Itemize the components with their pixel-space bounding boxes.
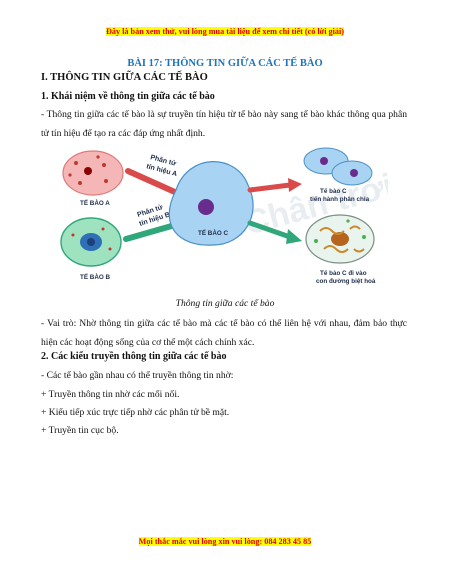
types-item-2: + Truyền thông tin nhờ các mối nối. xyxy=(41,389,180,400)
types-heading: 2. Các kiểu truyền thông tin giữa các tế… xyxy=(41,351,227,362)
role-paragraph: - Vai trò: Nhờ thông tin giữa các tế bào… xyxy=(41,318,407,348)
arrow-differentiation-head-icon xyxy=(286,229,302,244)
top-preview-banner: Đây là bản xem thử, vui lòng mua tài liệ… xyxy=(0,27,450,36)
arrow-division-head-icon xyxy=(288,178,302,192)
cell-a-label: TẾ BÀO A xyxy=(80,197,110,207)
concept-heading: 1. Khái niệm về thông tin giữa các tế bà… xyxy=(41,91,215,102)
division-label-line2: tiến hành phân chia xyxy=(310,195,370,203)
top-banner-text: Đây là bản xem thử, vui lòng mua tài liệ… xyxy=(105,27,344,36)
cell-a-icon xyxy=(62,150,124,196)
cell-signaling-figure: Chân trời TẾ BÀO A TẾ BÀO B Phân tử tí xyxy=(58,145,397,300)
arrow-division-icon xyxy=(247,182,293,193)
types-item-3: + Kiểu tiếp xúc trực tiếp nhờ các phân t… xyxy=(41,407,230,418)
figure-caption: Thông tin giữa các tế bào xyxy=(175,298,275,309)
arrow-differentiation-icon xyxy=(247,220,293,240)
types-item-4: + Truyền tin cục bộ. xyxy=(41,425,119,436)
bottom-banner-text: Mọi thắc mắc vui lòng xin vui lòng: 084 … xyxy=(138,537,312,546)
dividing-cells-icon xyxy=(303,147,373,186)
bottom-contact-banner: Mọi thắc mắc vui lòng xin vui lòng: 084 … xyxy=(0,537,450,546)
differentiated-cell-icon xyxy=(305,214,375,264)
cell-c-label: TẾ BÀO C xyxy=(198,227,229,237)
lesson-title: BÀI 17: THÔNG TIN GIỮA CÁC TẾ BÀO xyxy=(127,58,323,69)
figure-illustration: Chân trời TẾ BÀO A TẾ BÀO B Phân tử tí xyxy=(60,147,397,285)
differentiation-label-line2: con đường biệt hoá xyxy=(316,278,376,285)
cell-b-label: TẾ BÀO B xyxy=(80,271,111,281)
concept-paragraph: - Thông tin giữa các tế bào là sự truyền… xyxy=(41,109,407,139)
differentiation-label-line1: Tế bào C đi vào xyxy=(320,269,367,277)
division-label-line1: Tế bào C xyxy=(320,187,347,195)
cell-b-icon xyxy=(60,217,122,267)
types-item-1: - Các tế bào gần nhau có thể truyền thôn… xyxy=(41,370,234,381)
section-heading: I. THÔNG TIN GIỮA CÁC TẾ BÀO xyxy=(41,72,208,83)
